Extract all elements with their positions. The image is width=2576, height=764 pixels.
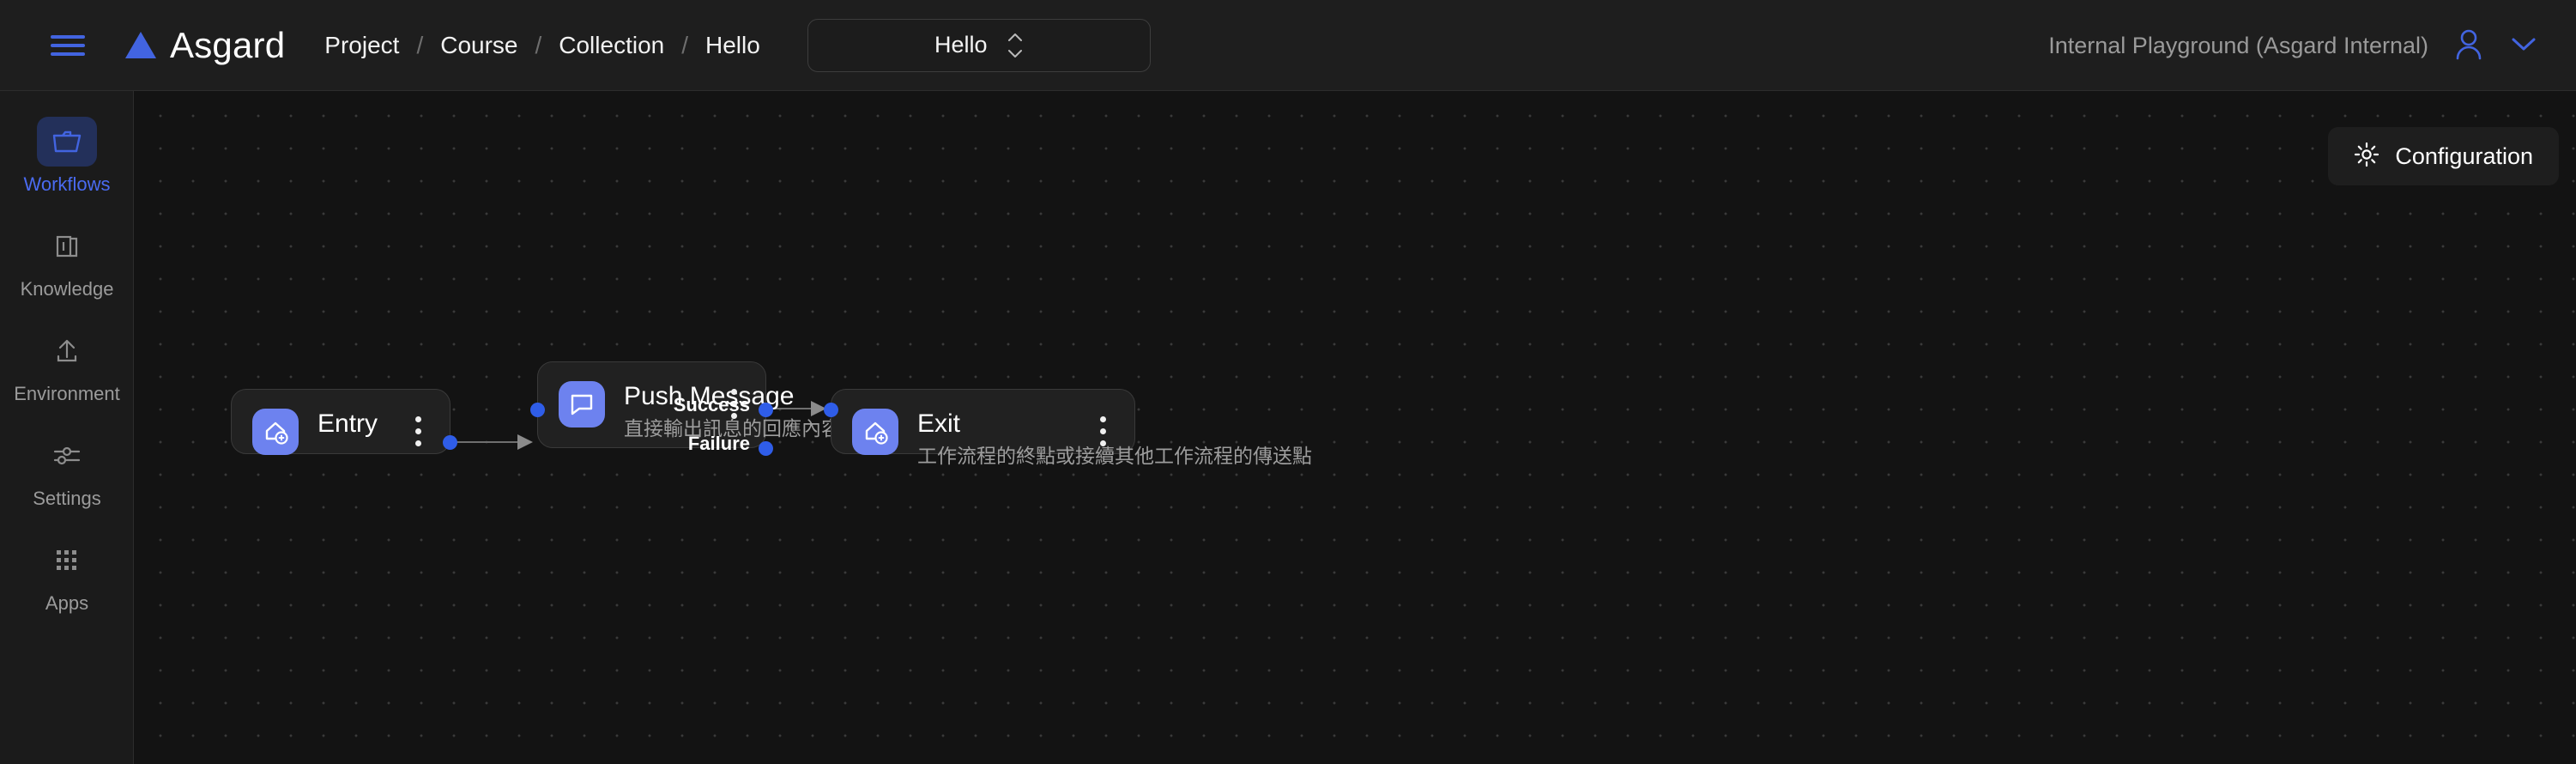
workflow-node-entry[interactable]: Entry: [231, 389, 457, 455]
workflow-node-exit[interactable]: Exit 工作流程的終點或接續其他工作流程的傳送點: [824, 389, 1312, 467]
node-input-port[interactable]: [530, 403, 545, 417]
workflow-node-push-message[interactable]: Push Message 直接輸出訊息的回應內容 Success Failure: [530, 361, 841, 456]
workflow-canvas[interactable]: Entry Push Message 直接輸出訊息的回應內容: [134, 91, 2576, 764]
hamburger-bar: [51, 52, 85, 56]
hamburger-bar: [51, 34, 85, 39]
upload-icon: [37, 326, 97, 376]
configuration-label: Configuration: [2395, 142, 2533, 169]
workflow-select[interactable]: Hello: [807, 18, 1151, 72]
node-menu-button[interactable]: [1091, 409, 1114, 446]
header-right: Internal Playground (Asgard Internal): [2048, 0, 2538, 91]
node-output-port[interactable]: [443, 435, 457, 450]
sidebar-label: Apps: [45, 592, 89, 614]
node-input-port[interactable]: [824, 403, 838, 417]
grid-dots-icon: [37, 536, 97, 585]
node-menu-button[interactable]: [723, 381, 745, 419]
organization-label: Internal Playground (Asgard Internal): [2048, 32, 2428, 58]
output-label-failure: Failure: [687, 433, 750, 454]
sidebar-item-workflows[interactable]: Workflows: [0, 117, 134, 196]
breadcrumb-separator: /: [681, 31, 688, 58]
sliders-icon: [37, 431, 97, 481]
sidebar-item-apps[interactable]: Apps: [0, 536, 134, 615]
node-header: Exit 工作流程的終點或接續其他工作流程的傳送點: [831, 390, 1312, 470]
folder-icon: [37, 117, 97, 167]
sidebar-item-knowledge[interactable]: Knowledge: [0, 221, 134, 300]
chevron-down-icon[interactable]: [2509, 34, 2538, 58]
brand[interactable]: Asgard: [125, 25, 285, 66]
node-title: Exit: [917, 409, 961, 438]
workflow-select-value: Hello: [934, 32, 988, 58]
left-sidebar: Workflows Knowledge Environment: [0, 91, 134, 764]
node-text: Exit 工作流程的終點或接續其他工作流程的傳送點: [917, 409, 1312, 470]
breadcrumb-item-project[interactable]: Project: [324, 31, 400, 58]
book-icon: [37, 221, 97, 271]
node-text: Entry: [317, 409, 407, 440]
home-plus-icon: [252, 409, 299, 455]
configuration-button[interactable]: Configuration: [2328, 127, 2559, 185]
sidebar-label: Workflows: [23, 173, 111, 195]
hamburger-bar: [51, 43, 85, 47]
sidebar-item-settings[interactable]: Settings: [0, 431, 134, 510]
sidebar-item-environment[interactable]: Environment: [0, 326, 134, 405]
sidebar-label: Environment: [14, 383, 120, 404]
breadcrumb-item-course[interactable]: Course: [440, 31, 518, 58]
breadcrumb-item-collection[interactable]: Collection: [559, 31, 665, 58]
top-header: Asgard Project / Course / Collection / H…: [0, 0, 2576, 91]
node-title: Entry: [317, 409, 378, 438]
node-subtitle: 工作流程的終點或接續其他工作流程的傳送點: [917, 445, 1312, 467]
node-menu-button[interactable]: [407, 409, 429, 446]
brand-name: Asgard: [170, 24, 286, 65]
user-icon[interactable]: [2451, 26, 2487, 66]
chevron-up-down-icon: [1007, 33, 1024, 58]
node-header: Entry: [232, 390, 450, 455]
breadcrumb-separator: /: [416, 31, 424, 58]
chat-bubble-icon: [559, 381, 605, 427]
breadcrumb-separator: /: [535, 31, 542, 58]
node-output-port-failure[interactable]: [759, 441, 773, 456]
home-plus-icon: [852, 409, 898, 455]
output-label-success: Success: [673, 394, 750, 415]
breadcrumb: Project / Course / Collection / Hello: [322, 32, 763, 59]
sidebar-label: Knowledge: [20, 278, 114, 300]
edge-layer: [450, 401, 826, 450]
breadcrumb-item-hello[interactable]: Hello: [705, 31, 760, 58]
hamburger-icon[interactable]: [49, 31, 87, 60]
sidebar-label: Settings: [33, 488, 101, 509]
gear-icon: [2354, 142, 2379, 172]
triangle-logo-icon: [125, 32, 156, 58]
node-output-port-success[interactable]: [759, 403, 773, 417]
